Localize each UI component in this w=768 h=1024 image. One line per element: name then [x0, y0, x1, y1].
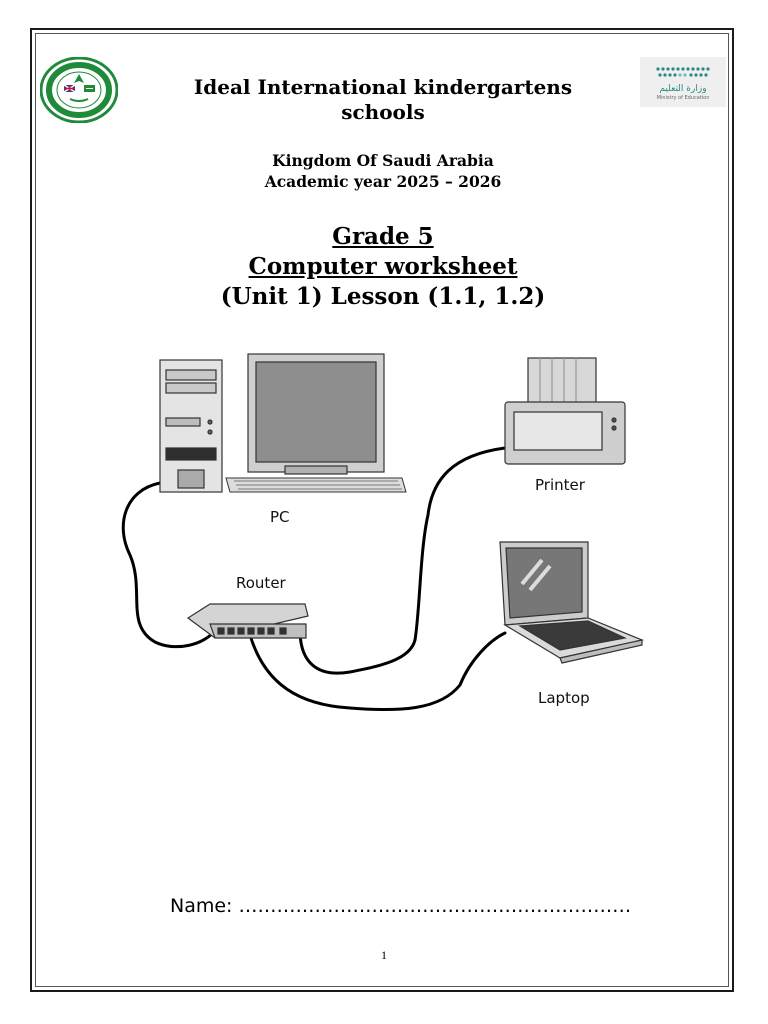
network-diagram-drawing [121, 353, 645, 712]
network-diagram: PC Printer Router Laptop [110, 340, 660, 720]
name-field-label: Name: …………………………………………………………… [170, 895, 630, 917]
country: Kingdom Of Saudi Arabia [272, 151, 494, 170]
router-label: Router [236, 574, 286, 592]
school-name-line2: schools [341, 100, 425, 124]
laptop-device [499, 541, 645, 664]
cable-pc-router [121, 481, 217, 649]
page-border-outer [30, 28, 734, 992]
academic-year: Academic year 2025 – 2026 [264, 172, 502, 191]
ministry-arabic-text: وزارة التعليم [659, 84, 707, 94]
grade-title: Grade 5 [332, 223, 434, 250]
school-name: Ideal International kindergartens school… [150, 75, 616, 125]
ministry-english-text: Ministry of Education [656, 95, 710, 101]
page-number: 1 [381, 948, 387, 962]
printer-label: Printer [535, 476, 585, 494]
pc-monitor [247, 353, 385, 475]
subheader: Kingdom Of Saudi Arabia Academic year 20… [150, 150, 616, 192]
school-name-line1: Ideal International kindergartens [193, 75, 573, 99]
lesson-title: (Unit 1) Lesson (1.1, 1.2) [220, 283, 546, 310]
pc-label: PC [270, 508, 290, 526]
worksheet-title: Grade 5 Computer worksheet (Unit 1) Less… [150, 222, 616, 312]
laptop-label: Laptop [538, 689, 590, 707]
cable-router-printer [298, 446, 507, 675]
ministry-logo: وزارة التعليم Ministry of Education [640, 57, 726, 107]
subject-title: Computer worksheet [248, 253, 518, 280]
pc-tower [159, 359, 223, 493]
cable-router-laptop [248, 631, 507, 712]
school-seal-logo [39, 56, 119, 124]
pc-keyboard [225, 477, 407, 493]
network-cables [121, 446, 507, 712]
page-border-inner [35, 33, 729, 987]
router-device [186, 603, 309, 639]
printer-device [504, 357, 626, 465]
